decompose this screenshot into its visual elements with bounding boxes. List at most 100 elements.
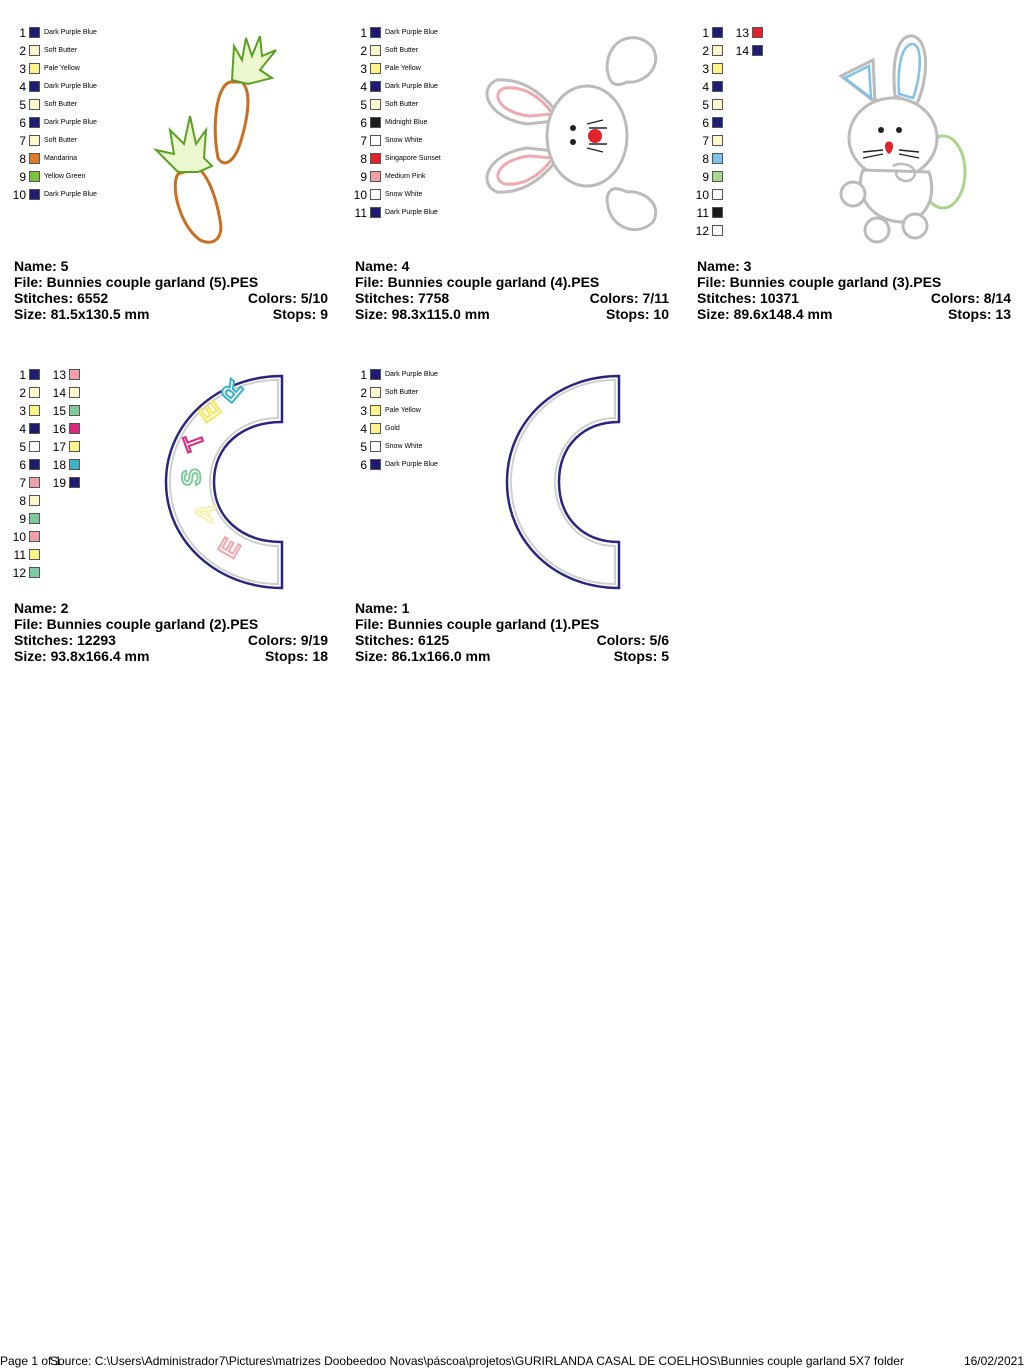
color-number: 13: [735, 26, 749, 40]
color-number: 11: [354, 206, 367, 220]
color-swatch: [370, 441, 381, 452]
color-name: Dark Purple Blue: [385, 461, 438, 468]
bunny-artwork: [838, 34, 967, 244]
design-size: Size: 86.1x166.0 mm: [355, 648, 491, 664]
color-swatch: [370, 153, 381, 164]
color-swatch: [370, 405, 381, 416]
color-swatch: [752, 45, 763, 56]
color-swatch: [370, 369, 381, 380]
source-path: Source: C:\Users\Administrador7\Pictures…: [50, 1354, 904, 1368]
color-number: 1: [360, 368, 367, 382]
color-number: 3: [360, 404, 367, 418]
color-number: 9: [702, 170, 709, 184]
color-name: Soft Butter: [385, 101, 419, 108]
color-swatch: [29, 135, 40, 146]
design-stitches: Stitches: 12293: [14, 632, 116, 648]
design-colors: Colors: 5/10: [247, 290, 328, 306]
color-swatch: [370, 189, 381, 200]
color-number: 17: [52, 440, 66, 454]
color-swatch: [29, 387, 40, 398]
color-swatch: [712, 171, 723, 182]
color-number: 18: [52, 458, 66, 472]
color-swatch: [712, 225, 723, 236]
color-number: 4: [702, 80, 709, 94]
color-number: 5: [702, 98, 709, 112]
color-name: Dark Purple Blue: [385, 29, 438, 36]
color-swatch: [69, 459, 80, 470]
design-info: Name: 4 File: Bunnies couple garland (4)…: [355, 258, 669, 322]
color-swatch: [29, 531, 40, 542]
color-swatch: [69, 441, 80, 452]
color-swatch: [69, 369, 80, 380]
page-footer: Page 1 of 1 Source: C:\Users\Administrad…: [0, 1354, 1024, 1370]
color-name: Midnight Blue: [385, 119, 428, 126]
color-swatch: [69, 423, 80, 434]
color-swatch: [370, 117, 381, 128]
color-number: 1: [702, 26, 709, 40]
color-swatch: [712, 81, 723, 92]
color-number: 14: [52, 386, 66, 400]
design-name: Name: 5: [14, 258, 69, 274]
color-swatch: [29, 99, 40, 110]
color-swatch: [370, 207, 381, 218]
design-stops: Stops: 5: [613, 648, 669, 664]
color-swatch: [69, 387, 80, 398]
color-number: 4: [19, 80, 26, 94]
color-number: 6: [360, 116, 367, 130]
color-number: 6: [19, 116, 26, 130]
color-name: Soft Butter: [44, 101, 78, 108]
color-name: Pale Yellow: [44, 65, 80, 72]
color-number: 19: [52, 476, 66, 490]
color-swatch: [370, 63, 381, 74]
color-swatch: [712, 99, 723, 110]
design-stops: Stops: 10: [605, 306, 669, 322]
color-swatch: [370, 45, 381, 56]
color-swatch: [29, 477, 40, 488]
design-info: Name: 2 File: Bunnies couple garland (2)…: [14, 600, 328, 664]
color-name: Mandarina: [44, 155, 78, 162]
design-file: File: Bunnies couple garland (2).PES: [14, 616, 259, 632]
color-number: 9: [19, 170, 26, 184]
color-swatch: [29, 441, 40, 452]
design-colors: Colors: 7/11: [589, 290, 669, 306]
design-size: Size: 81.5x130.5 mm: [14, 306, 150, 322]
color-name: Pale Yellow: [385, 407, 421, 414]
color-number: 9: [360, 170, 367, 184]
color-number: 10: [695, 188, 709, 202]
color-number: 8: [360, 152, 367, 166]
color-swatch: [29, 549, 40, 560]
color-swatch: [712, 153, 723, 164]
design-stops: Stops: 9: [272, 306, 328, 322]
color-number: 8: [19, 494, 26, 508]
color-swatch: [29, 117, 40, 128]
color-number: 8: [19, 152, 26, 166]
color-number: 6: [360, 458, 367, 472]
color-number: 10: [12, 530, 26, 544]
color-number: 5: [19, 440, 26, 454]
color-number: 8: [702, 152, 709, 166]
color-number: 3: [360, 62, 367, 76]
color-number: 6: [19, 458, 26, 472]
color-swatch: [370, 387, 381, 398]
color-name: Soft Butter: [385, 47, 419, 54]
color-name: Soft Butter: [385, 389, 419, 396]
color-swatch: [69, 477, 80, 488]
color-number: 4: [19, 422, 26, 436]
design-name: Name: 3: [697, 258, 752, 274]
design-colors: Colors: 8/14: [930, 290, 1011, 306]
color-swatch: [29, 171, 40, 182]
design-stitches: Stitches: 6552: [14, 290, 109, 306]
color-swatch: [712, 27, 723, 38]
color-name: Dark Purple Blue: [44, 191, 97, 198]
color-number: 7: [360, 134, 367, 148]
page-number: Page 1 of 1: [0, 1354, 62, 1368]
design-name: Name: 1: [355, 600, 410, 616]
color-number: 1: [19, 26, 26, 40]
color-swatch: [29, 567, 40, 578]
color-name: Pale Yellow: [385, 65, 421, 72]
color-swatch: [712, 189, 723, 200]
